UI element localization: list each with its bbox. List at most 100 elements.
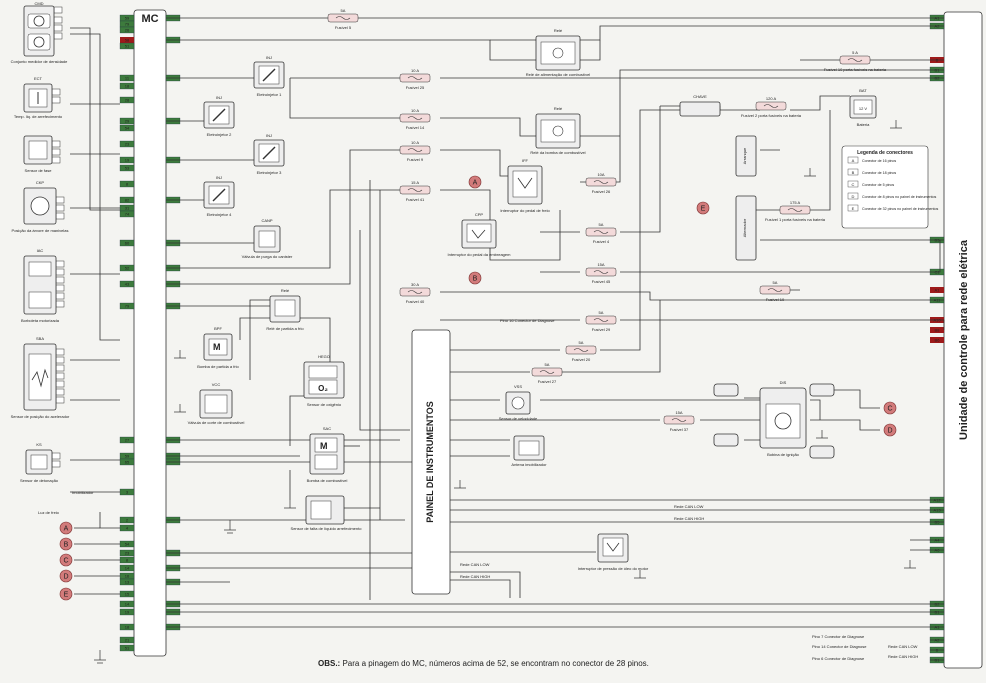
- hego-code: HEGO: [318, 354, 330, 359]
- component-pin: [55, 292, 65, 300]
- fuse-amp: 5 A: [852, 50, 858, 55]
- ucre-pin-label: B8: [935, 328, 941, 333]
- ucre-pin: A1: [930, 287, 944, 293]
- iac-code: IAC: [37, 248, 44, 253]
- can-low-label-3: Rede CAN LOW: [888, 644, 918, 649]
- mc-pin: 79: [119, 302, 135, 310]
- mc-pin: 14: [119, 564, 135, 572]
- mc-pin-number: 65: [125, 460, 130, 465]
- mc-pin: 19: [119, 608, 135, 616]
- component-pin: [53, 32, 63, 40]
- legend-key: E: [852, 206, 855, 211]
- cold-start-relay-name: Relé de partida a frio: [266, 326, 304, 331]
- bat-voltage: 12 V: [859, 106, 868, 111]
- connector-marker: A: [59, 521, 73, 535]
- ucre-pin-column: A1A2BB1B2B3C1A1A11A10B8B6A12A13B5A4A6B2B…: [929, 14, 945, 664]
- mc-pin-number: 43: [125, 282, 130, 287]
- battery: BAT 12 V Bateria: [849, 88, 877, 127]
- iff-code: IFF: [522, 158, 529, 163]
- mc-pin-number: 51: [125, 646, 130, 651]
- component-pin: [55, 196, 65, 204]
- fuse-amp: 5A: [579, 340, 584, 345]
- mc-pin-number: 19: [125, 610, 130, 615]
- mc-pin: 58: [120, 37, 134, 43]
- component-pin: [53, 16, 63, 24]
- cmd-code: CMD: [34, 1, 43, 6]
- mc-pin-number: 13: [125, 580, 130, 585]
- connector-marker: E: [59, 587, 73, 601]
- hego-name: Sensor de oxigênio: [307, 402, 342, 407]
- pino6-label: Pino 6 Conector de Diagnose: [812, 656, 865, 661]
- injector-name: Eletroinjetor 4: [207, 212, 232, 217]
- mc-pin: 4: [119, 524, 135, 532]
- starter-motor: Arranque: [735, 135, 757, 177]
- mc-pin-number: 54: [125, 126, 130, 131]
- fuse-name: Fusível 2 porta fusíveis na bateria: [741, 113, 802, 118]
- mc-pin-number: 51: [125, 44, 130, 49]
- connector-marker: D: [883, 423, 897, 437]
- sba-sensor: SBA Sensor de posição do acelerador: [11, 336, 70, 419]
- mc-pin-number: 28: [125, 98, 130, 103]
- phase-sensor-name: Sensor de fase: [25, 168, 53, 173]
- injector-code: INJ: [266, 55, 272, 60]
- mc-pin: 51: [119, 644, 135, 652]
- connector-marker: A: [468, 175, 482, 189]
- pino7-label: Pino 7 Conector de Diagnose: [812, 634, 865, 639]
- oil-switch-name: Interruptor de pressão de óleo do motor: [578, 566, 649, 571]
- hego-symbol: O₂: [318, 384, 328, 393]
- fuse-name: Fusível 45: [592, 279, 611, 284]
- mc-pin-number: 14: [125, 602, 130, 607]
- connector-marker: C: [59, 553, 73, 567]
- ect-name: Temp. liq. de arrefecimento: [14, 114, 63, 119]
- fuse-name: Fusível 27: [538, 379, 557, 384]
- mc-pin: 60: [119, 239, 135, 247]
- mc-pin-number: 14: [125, 566, 130, 571]
- mc-pin: 59: [119, 452, 135, 460]
- imobilizador-label: Imobilizador: [72, 490, 94, 495]
- component-pin: [51, 140, 61, 148]
- luz-freio-label: Luz de freio: [38, 510, 60, 515]
- fuse-amp: 30 A: [411, 282, 419, 287]
- cpp-code: CPP: [475, 212, 484, 217]
- obs-label: OBS.:: [318, 659, 341, 668]
- legend-text: Conector de 18 pinos: [862, 171, 896, 175]
- cmd-sensor: CMD Conjunto medidor de densidade: [11, 1, 68, 64]
- mc-pin-number: 8: [126, 558, 129, 563]
- component-pin: [55, 372, 65, 380]
- network-unit-label: Unidade de controle para rede elétrica: [958, 239, 970, 440]
- component-pin: [55, 300, 65, 308]
- cold-start-relay: Relé Relé de partida a frio: [266, 288, 304, 331]
- mc-pin: 3: [119, 488, 135, 496]
- cold-start-relay-code: Relé: [281, 288, 290, 293]
- mc-pin: 18: [119, 623, 135, 631]
- fuel-supply-relay: Relé Relé de alimentação de combustível: [526, 28, 591, 77]
- fuse-amp: 15 A: [411, 180, 419, 185]
- mc-pin-number: 52: [125, 266, 130, 271]
- mc-label: MC: [141, 13, 158, 25]
- ect-code: ECT: [34, 76, 43, 81]
- can-low-label-2: Rede CAN LOW: [460, 562, 490, 567]
- component-pin: [55, 260, 65, 268]
- fuse-name: Fusível 9: [407, 157, 424, 162]
- mc-pin: 21: [119, 636, 135, 644]
- mc-pin: 51: [119, 42, 135, 50]
- relay1-code: Relé: [554, 28, 563, 33]
- component-pin: [55, 276, 65, 284]
- legend-key: A: [852, 158, 855, 163]
- marker-letter: A: [64, 526, 69, 533]
- vcc-name: Válvula de corte de combustível: [188, 420, 245, 425]
- sac-name: Bomba de combustível: [307, 478, 348, 483]
- fuse-amp: 10 A: [411, 108, 419, 113]
- connector-marker: C: [883, 401, 897, 415]
